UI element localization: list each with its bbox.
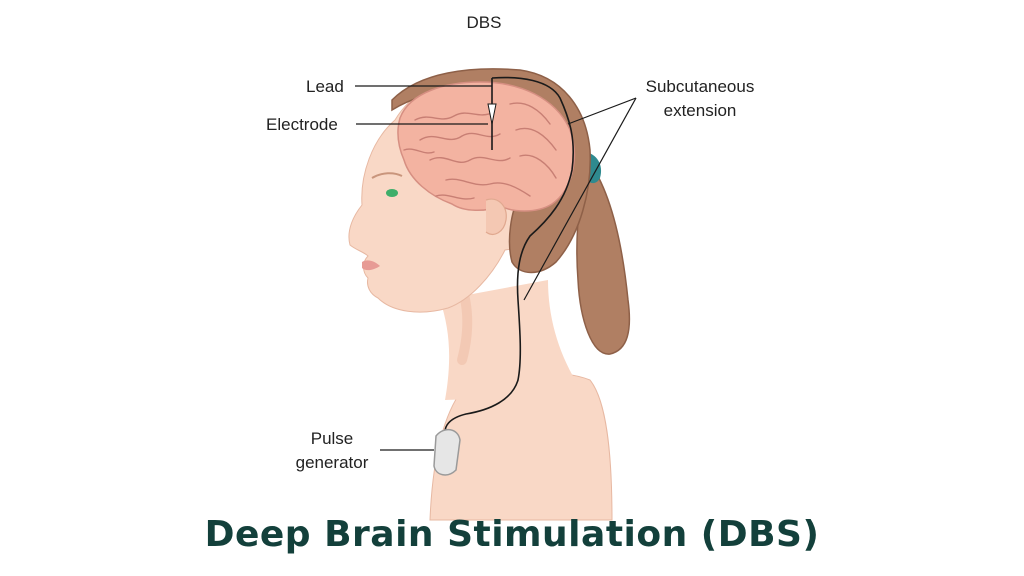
label-subcutaneous-line1: Subcutaneous (646, 77, 755, 96)
lips (362, 260, 380, 271)
label-pulse-line1: Pulse (311, 429, 354, 448)
ear (485, 198, 507, 235)
eyebrow (371, 172, 403, 179)
ponytail (576, 158, 631, 355)
label-subcutaneous-line2: extension (664, 101, 737, 120)
electrode-tip (487, 103, 497, 125)
diagram-caption: DBS (467, 13, 502, 32)
neck (440, 280, 585, 400)
page-title: Deep Brain Stimulation (DBS) (204, 514, 820, 555)
lead-wire (444, 76, 575, 439)
label-pulse-line2: generator (296, 453, 369, 472)
label-lead: Lead (306, 77, 344, 96)
brain (397, 81, 576, 212)
brain-folds (403, 102, 557, 200)
eye-icon (386, 189, 398, 197)
label-electrode: Electrode (266, 115, 338, 134)
pulse-generator-device (433, 428, 461, 476)
leader-lines (355, 85, 637, 451)
